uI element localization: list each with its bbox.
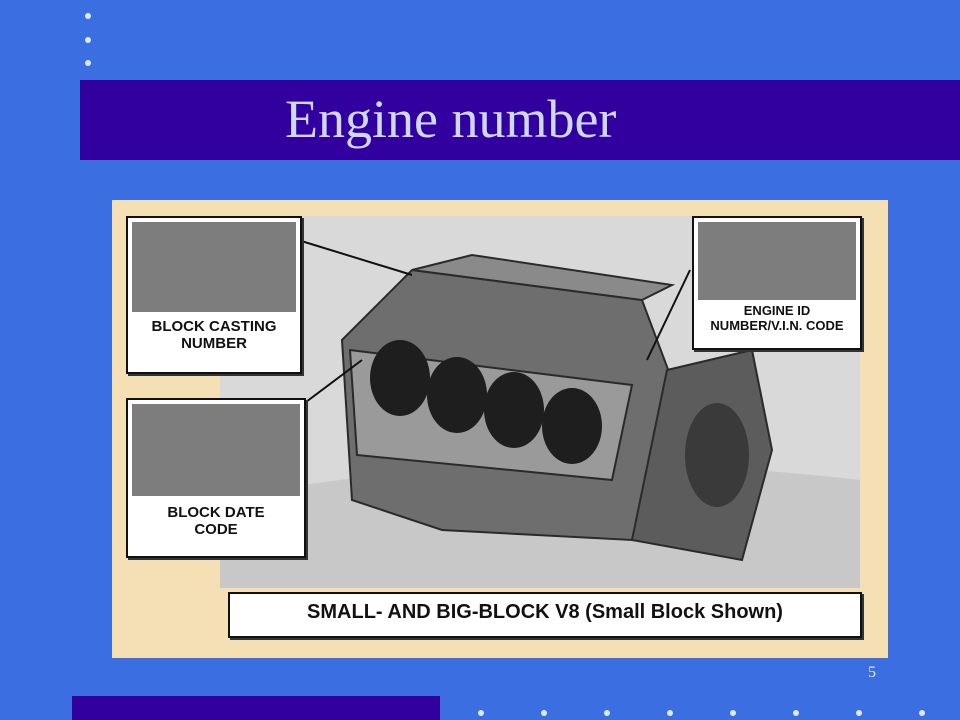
page-number: 5 bbox=[868, 664, 876, 681]
figure-caption: SMALL- AND BIG-BLOCK V8 (Small Block Sho… bbox=[307, 601, 783, 623]
decor-dot bbox=[541, 710, 547, 716]
decor-dot bbox=[85, 60, 91, 66]
decor-dot bbox=[856, 710, 862, 716]
decor-dot bbox=[85, 13, 91, 19]
casting-number-closeup bbox=[132, 222, 296, 312]
engine-block-photo: BLOCK CASTING NUMBER BLOCK DATE CODE ENG… bbox=[112, 200, 888, 658]
title-bar bbox=[80, 80, 960, 160]
callout-label-line: NUMBER bbox=[181, 335, 247, 353]
callout-label-line: BLOCK CASTING bbox=[151, 318, 277, 335]
decor-dot bbox=[793, 710, 799, 716]
callout-engine-id-vin: ENGINE ID NUMBER/V.I.N. CODE bbox=[692, 216, 862, 350]
decor-dot bbox=[85, 37, 91, 43]
decor-dot bbox=[667, 710, 673, 716]
callout-label-line: ENGINE ID bbox=[743, 303, 811, 318]
engine-id-closeup bbox=[698, 222, 856, 300]
callout-label-line: CODE bbox=[194, 521, 238, 539]
decor-dot bbox=[919, 710, 925, 716]
callout-block-date-code: BLOCK DATE CODE bbox=[126, 398, 306, 558]
date-code-closeup bbox=[132, 404, 300, 496]
decor-dot bbox=[478, 710, 484, 716]
bottom-bar bbox=[72, 696, 440, 720]
decor-dot bbox=[730, 710, 736, 716]
callout-block-casting-number: BLOCK CASTING NUMBER bbox=[126, 216, 302, 374]
callout-label-line: NUMBER/V.I.N. CODE bbox=[710, 317, 844, 333]
slide-title: Engine number bbox=[285, 89, 617, 149]
decor-dot bbox=[604, 710, 610, 716]
callout-label-line: BLOCK DATE bbox=[167, 504, 265, 521]
figure-caption-box: SMALL- AND BIG-BLOCK V8 (Small Block Sho… bbox=[228, 592, 862, 638]
